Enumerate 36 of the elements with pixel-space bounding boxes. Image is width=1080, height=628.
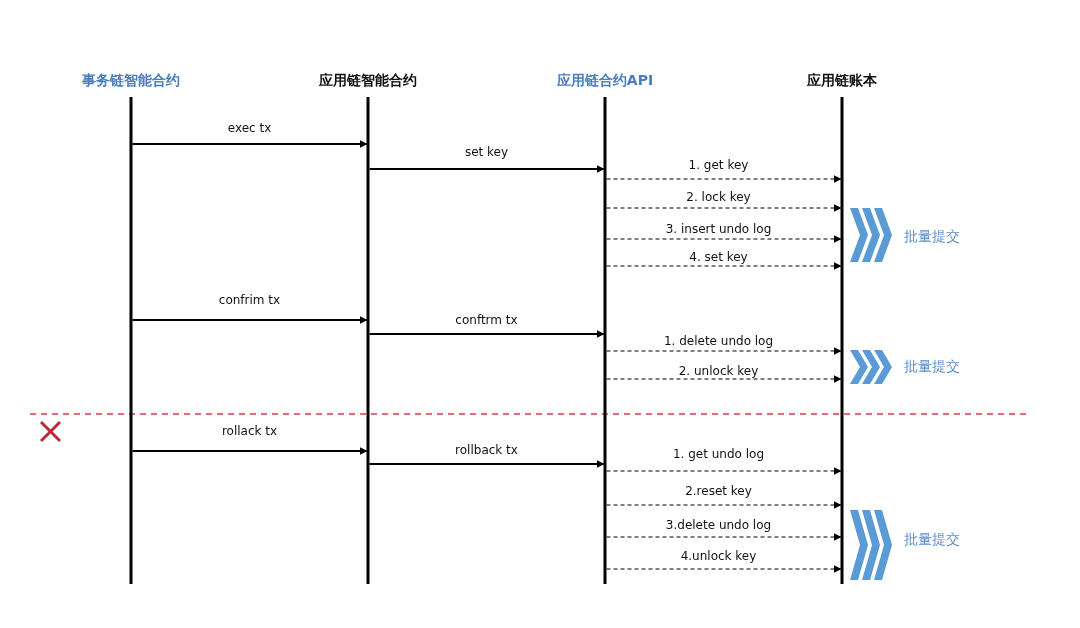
arrow (606, 501, 842, 509)
edge-label: exec tx (225, 121, 274, 135)
edge-label: 3. insert undo log (663, 222, 774, 236)
arrow (606, 175, 842, 183)
lifeline-title: 应用链智能合约 (318, 72, 418, 90)
arrow (131, 316, 368, 324)
edge-label: 2.reset key (683, 484, 754, 498)
arrow (368, 165, 605, 173)
edge-label: 2. unlock key (676, 364, 761, 378)
edge-label: 2. lock key (684, 190, 753, 204)
edge-label: 1. get key (686, 158, 751, 172)
arrow (606, 235, 842, 243)
arrow (606, 375, 842, 383)
edge-label: set key (462, 145, 511, 159)
lifeline-title: 应用链账本 (806, 72, 878, 90)
lifeline-title: 应用链合约API (555, 72, 655, 90)
note-label: 批量提交 (904, 228, 960, 246)
arrow (606, 262, 842, 270)
arrow (131, 140, 368, 148)
edge-label: 4. set key (687, 250, 750, 264)
edge-label: rollback tx (453, 443, 520, 457)
note-label: 批量提交 (904, 531, 960, 549)
arrow (606, 347, 842, 355)
note-label: 批量提交 (904, 358, 960, 376)
arrow (606, 533, 842, 541)
arrow (131, 447, 368, 455)
arrow (606, 565, 842, 573)
arrow (368, 460, 605, 468)
arrow (606, 467, 842, 475)
edge-label: 3.delete undo log (663, 518, 774, 532)
edge-label: 4.unlock key (678, 549, 759, 563)
edge-label: conftrm tx (453, 313, 520, 327)
arrow (368, 330, 605, 338)
arrow (606, 204, 842, 212)
lifeline-title: 事务链智能合约 (81, 72, 181, 90)
edge-label: confrim tx (216, 293, 283, 307)
